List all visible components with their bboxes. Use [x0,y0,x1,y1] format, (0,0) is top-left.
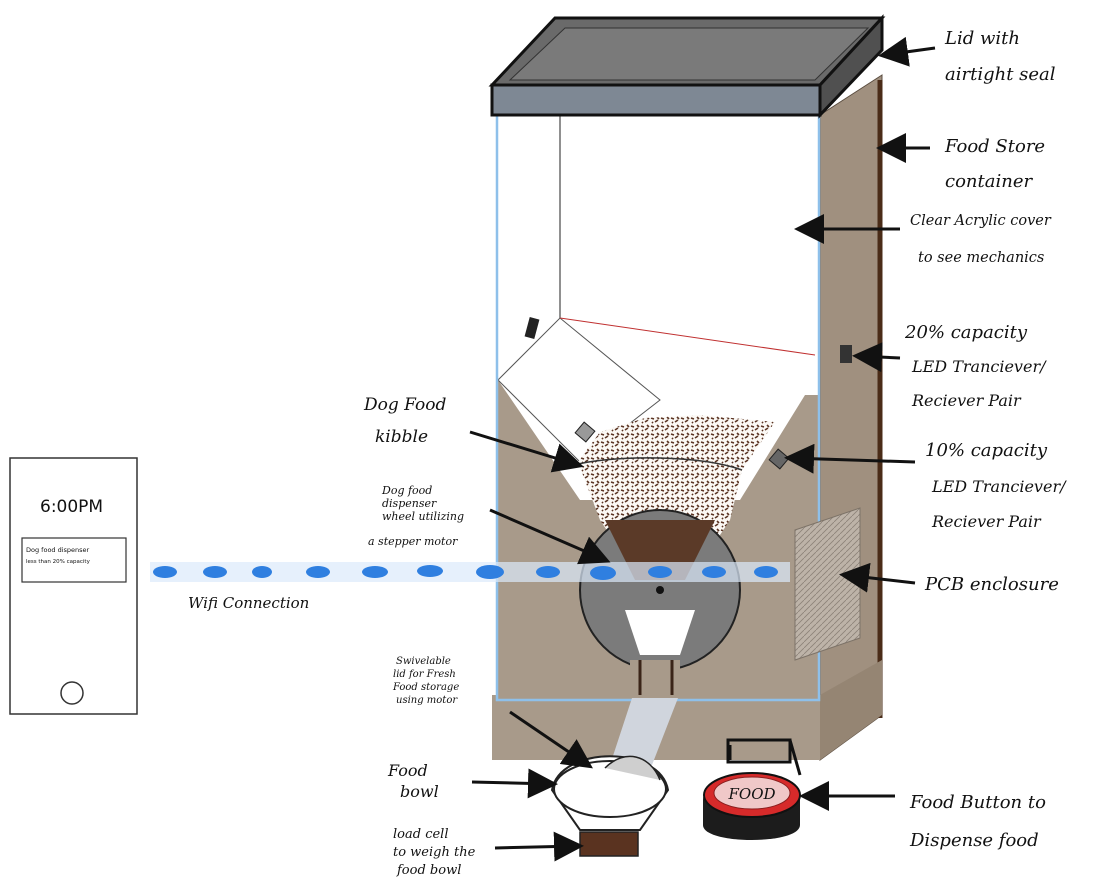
svg-text:Food storage: Food storage [392,682,459,693]
svg-text:a stepper motor: a stepper motor [368,535,458,548]
svg-text:LED Tranciever/: LED Tranciever/ [931,477,1067,496]
phone-notification-line2: less than 20% capacity [26,559,91,565]
svg-text:lid for Fresh: lid for Fresh [393,669,456,680]
svg-text:PCB enclosure: PCB enclosure [924,574,1059,595]
svg-text:using motor: using motor [396,695,458,706]
svg-text:20% capacity: 20% capacity [904,322,1028,343]
load-cell [580,832,638,856]
label-button: Food Button to Dispense food [909,792,1046,851]
label-acrylic: Clear Acrylic cover to see mechanics [910,213,1052,266]
arrow-capacity20 [858,356,900,358]
svg-text:kibble: kibble [375,427,428,447]
svg-text:Lid with: Lid with [944,28,1020,49]
label-capacity10: 10% capacity LED Tranciever/ Reciever Pa… [925,440,1067,531]
svg-text:Dog food: Dog food [381,484,432,497]
svg-text:Food: Food [387,761,428,780]
arrow-lid [884,48,935,55]
svg-text:to weigh the: to weigh the [393,845,476,860]
svg-text:Clear Acrylic cover: Clear Acrylic cover [910,213,1052,229]
phone-notification-line1: Dog food dispenser [26,546,90,554]
wifi-signal [150,562,790,582]
label-loadcell: load cell to weigh the food bowl [393,827,476,878]
svg-text:load cell: load cell [393,827,448,842]
svg-text:Food Button to: Food Button to [909,792,1046,813]
svg-text:Dog Food: Dog Food [363,395,446,415]
svg-text:Dispense food: Dispense food [909,830,1039,851]
label-pcb: PCB enclosure [924,574,1059,595]
svg-text:airtight seal: airtight seal [945,64,1056,85]
label-capacity20: 20% capacity LED Tranciever/ Reciever Pa… [904,322,1047,410]
svg-text:Wifi Connection: Wifi Connection [188,594,309,612]
phone-time: 6:00PM [40,497,103,517]
svg-text:Food Store: Food Store [944,136,1045,157]
label-kibble: Dog Food kibble [363,395,446,447]
lid [492,18,882,115]
pcb-enclosure [795,508,860,660]
food-button-face-label: FOOD [727,785,775,803]
svg-text:food bowl: food bowl [396,863,461,878]
label-swivel: Swivelable lid for Fresh Food storage us… [392,656,459,706]
food-bowl [552,756,668,856]
arrow-bowl [472,782,552,784]
svg-text:Swivelable: Swivelable [396,656,451,667]
arrow-loadcell [495,846,578,848]
svg-text:container: container [945,171,1033,192]
label-wheel: Dog food dispenser wheel utilizing a ste… [368,484,464,548]
led-sensor-20-left [525,317,540,339]
svg-text:wheel utilizing: wheel utilizing [382,510,464,523]
svg-text:dispenser: dispenser [382,497,437,510]
label-wifi: Wifi Connection [188,594,309,612]
svg-text:Reciever Pair: Reciever Pair [931,512,1042,531]
svg-text:Reciever Pair: Reciever Pair [911,391,1022,410]
svg-text:LED Tranciever/: LED Tranciever/ [911,357,1047,376]
svg-text:10% capacity: 10% capacity [925,440,1048,461]
svg-text:to see mechanics: to see mechanics [918,250,1044,266]
label-food-store: Food Store container [944,136,1045,192]
label-bowl: Food bowl [387,761,439,801]
svg-text:bowl: bowl [400,782,439,801]
led-sensor-20-right [840,345,852,363]
smartphone: 6:00PM Dog food dispenser less than 20% … [10,458,137,714]
label-lid: Lid with airtight seal [944,28,1056,85]
phone-home-button[interactable] [61,682,83,704]
